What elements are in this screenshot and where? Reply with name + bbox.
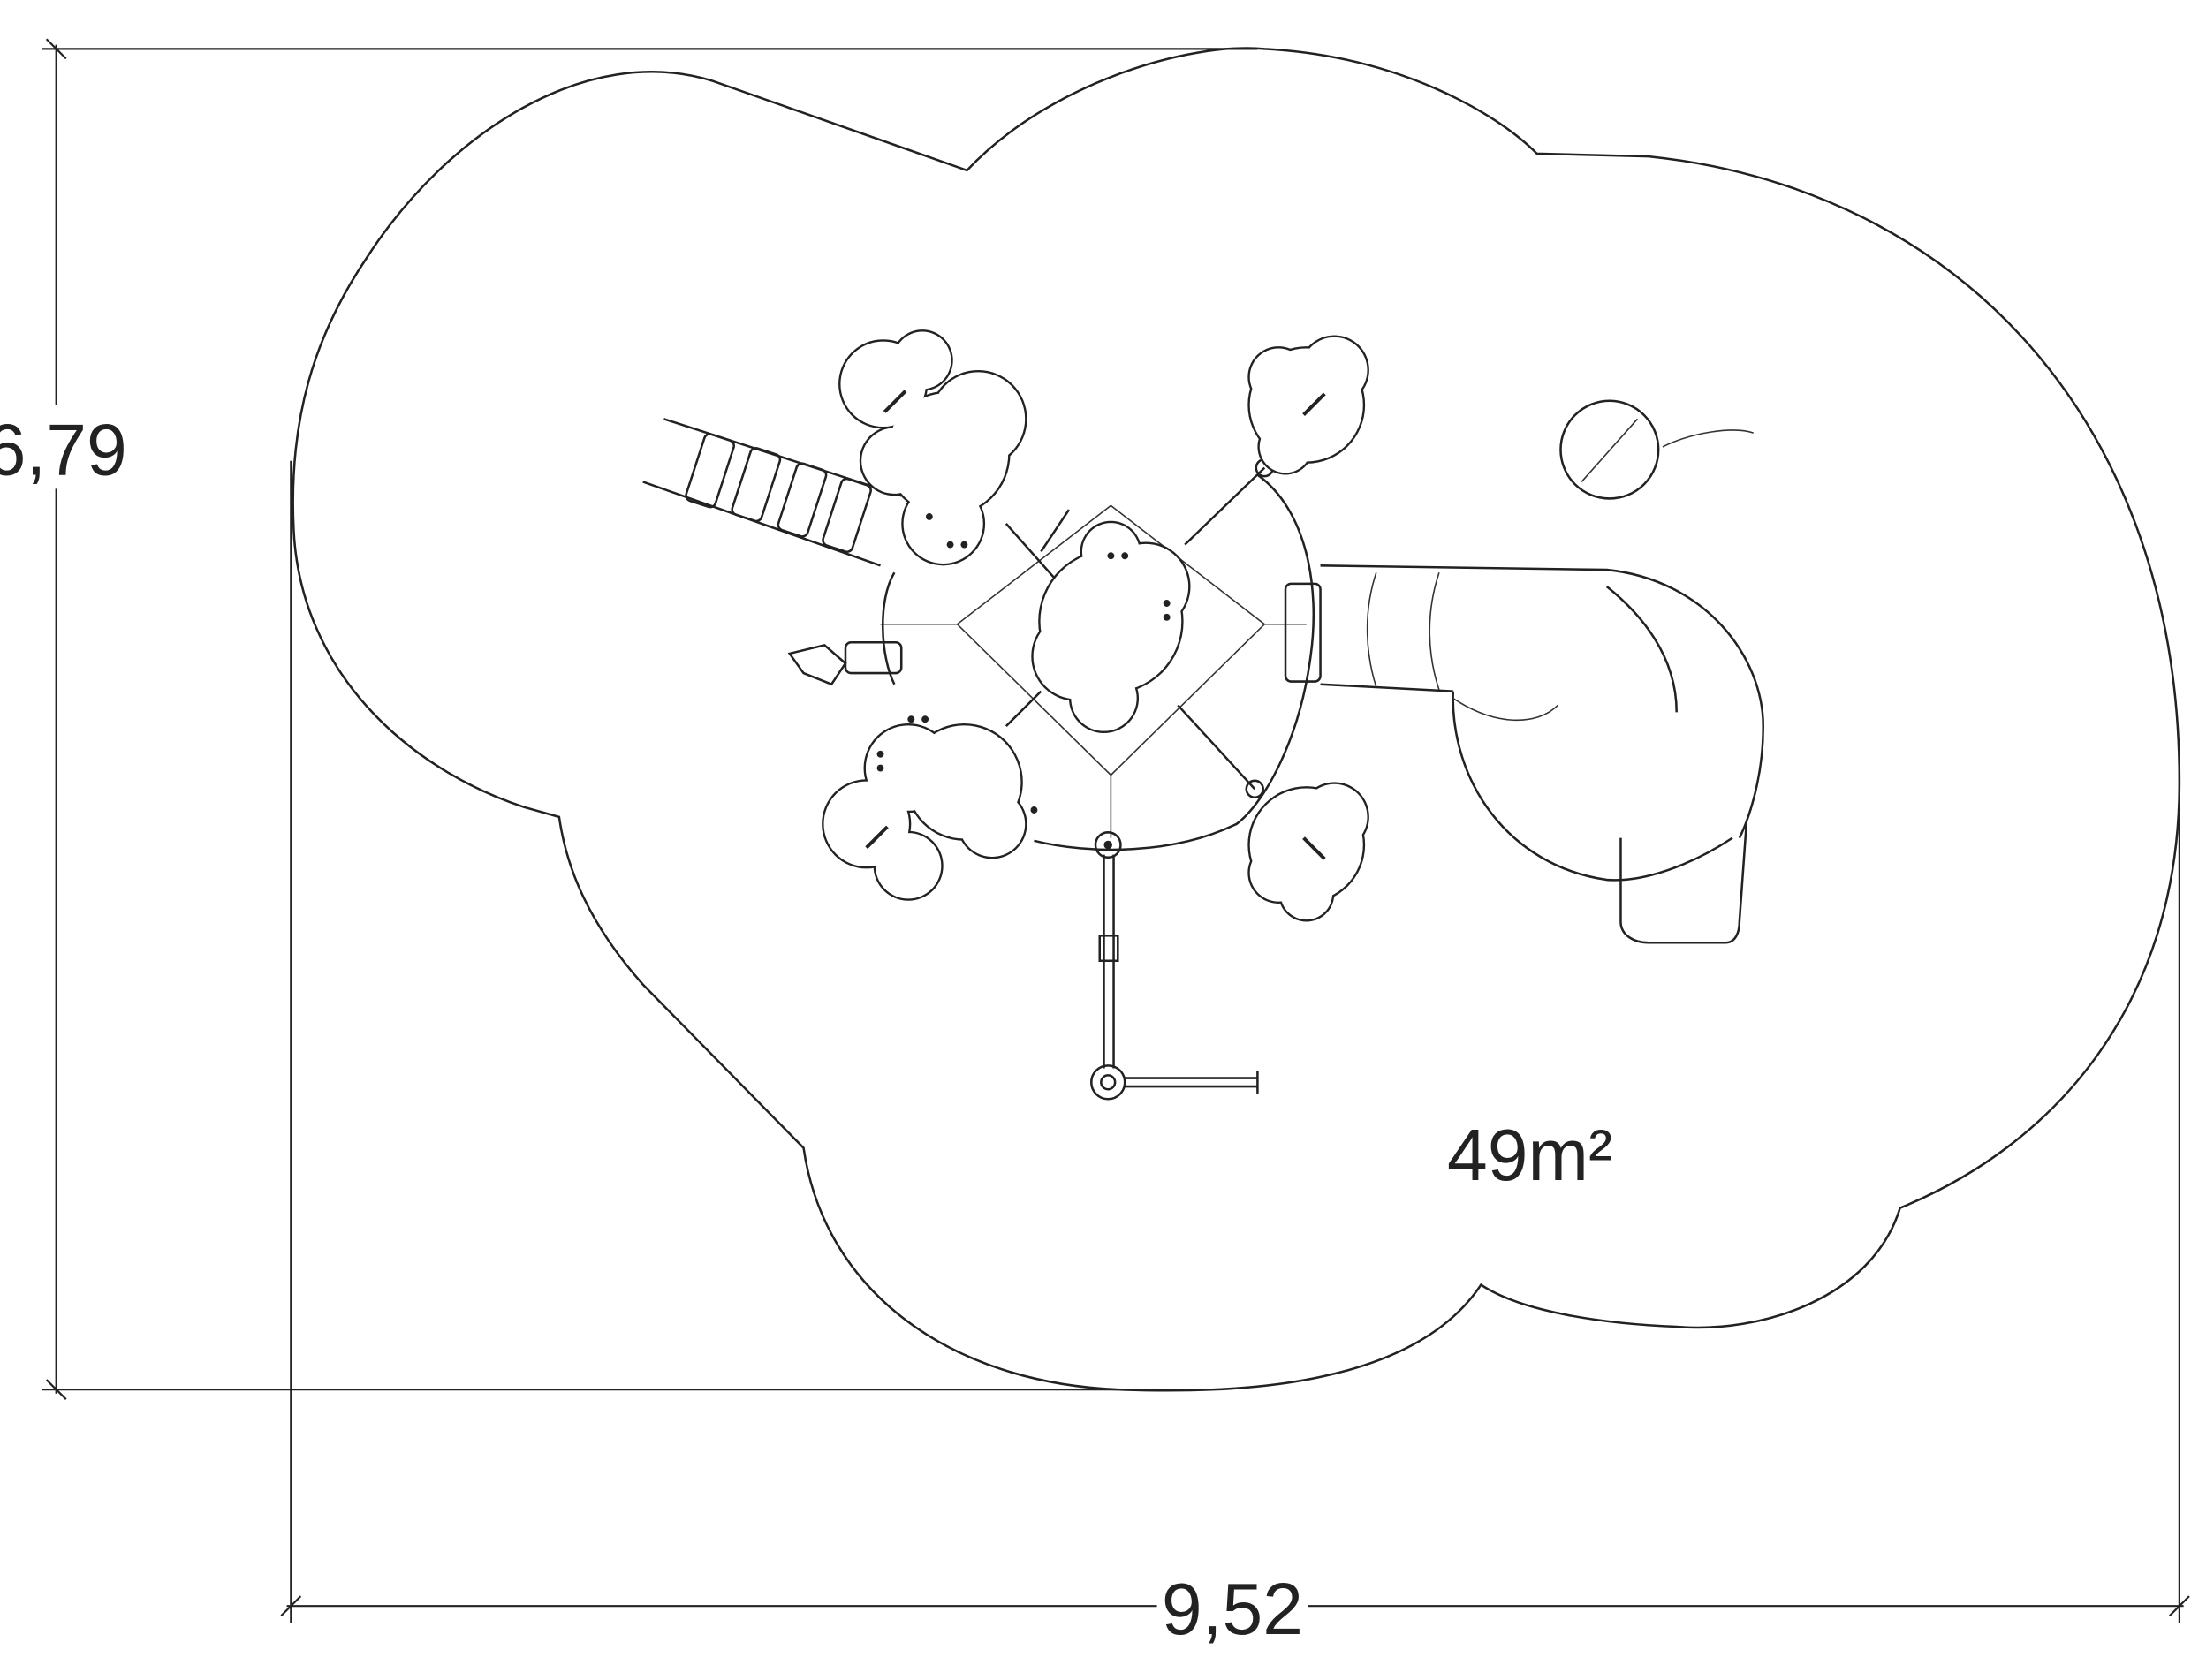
width-dimension-label: 9,52 bbox=[1162, 1570, 1303, 1650]
safety-zone-outline bbox=[292, 47, 2181, 1392]
telescope-panel bbox=[787, 641, 903, 686]
area-label: 49m² bbox=[1447, 1116, 1612, 1196]
height-dimension: 6,79 bbox=[0, 38, 1258, 1400]
central-platform bbox=[880, 458, 1315, 859]
horizontal-bar bbox=[1089, 854, 1259, 1101]
ladder bbox=[642, 418, 902, 567]
width-dimension: 9,52 bbox=[280, 460, 2190, 1650]
leaf-roofs bbox=[822, 329, 1369, 922]
height-dimension-label: 6,79 bbox=[0, 411, 127, 491]
spiral-tube-slide bbox=[1284, 399, 1765, 944]
